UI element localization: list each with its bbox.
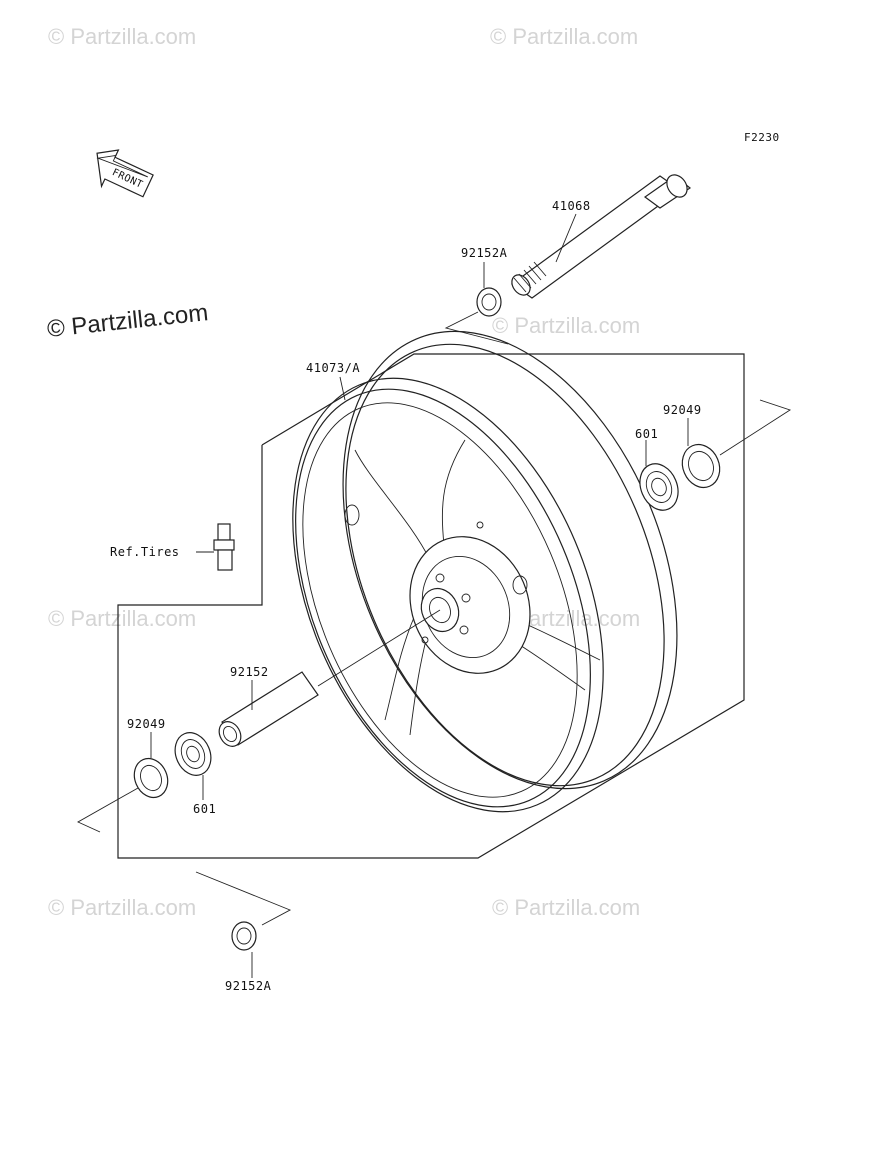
- label-collar-upper: 92152A: [461, 246, 508, 260]
- oil-seal-left-part: [133, 757, 169, 799]
- watermark-bottom-right: © Partzilla.com: [492, 895, 640, 920]
- bearing-right-part: [639, 463, 679, 511]
- bearing-left-part: [174, 732, 212, 776]
- valve-part: [213, 523, 235, 571]
- collar-lower-inner: [236, 927, 252, 945]
- axis-line-center: [317, 609, 441, 687]
- watermark-bottom-left: © Partzilla.com: [48, 895, 196, 920]
- axle-part: [510, 174, 692, 299]
- collar-lower-part: [231, 921, 257, 951]
- label-bearing-right: 601: [635, 427, 658, 441]
- front-arrow-icon: FRONT: [96, 149, 154, 198]
- watermark-top-left: © Partzilla.com: [48, 24, 196, 49]
- label-collar-lower: 92152A: [225, 979, 272, 993]
- collar-upper-inner: [481, 293, 497, 311]
- label-axle: 41068: [552, 199, 591, 213]
- axis-line-right: [719, 399, 792, 456]
- wheel-part: [292, 330, 678, 813]
- leader-wheel: [339, 376, 346, 401]
- distance-collar-part: [218, 671, 319, 747]
- watermark-top-right: © Partzilla.com: [490, 24, 638, 49]
- watermark-main: © Partzilla.com: [46, 299, 210, 343]
- oil-seal-right-part: [681, 443, 721, 489]
- label-bearing-left: 601: [193, 802, 216, 816]
- collar-upper-part: [476, 287, 502, 317]
- axis-line-left: [77, 787, 139, 833]
- label-distance-collar: 92152: [230, 665, 269, 679]
- label-wheel: 41073/A: [306, 361, 360, 375]
- label-oil-seal-left: 92049: [127, 717, 166, 731]
- axis-line-upper: [444, 311, 509, 345]
- watermark-mid-right: © Partzilla.com: [492, 313, 640, 338]
- axis-line-lower: [195, 871, 292, 926]
- assembly-boundary: [117, 353, 745, 859]
- watermark-left-center: © Partzilla.com: [48, 606, 196, 631]
- leader-axle: [555, 213, 577, 263]
- label-oil-seal-right: 92049: [663, 403, 702, 417]
- label-valve: Ref.Tires: [110, 545, 180, 559]
- figure-code: F2230: [744, 131, 780, 144]
